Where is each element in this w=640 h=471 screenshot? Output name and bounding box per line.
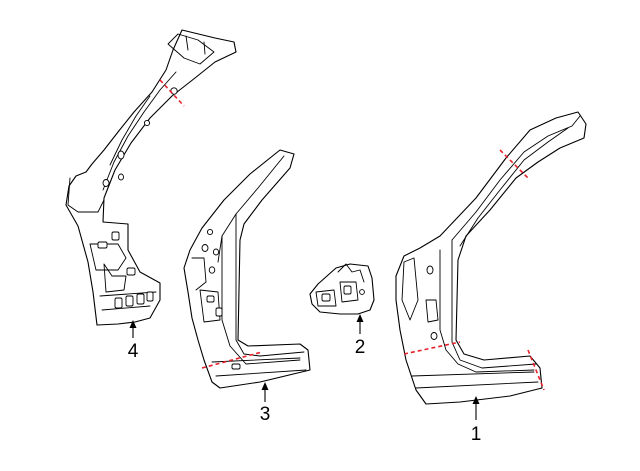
- arrowhead-icon: [261, 382, 269, 390]
- cut-line: [159, 79, 185, 107]
- callout-1: 1: [471, 396, 482, 445]
- cut-line: [527, 349, 545, 391]
- callout-4: 4: [128, 320, 139, 362]
- part-3-pillar: [183, 149, 311, 389]
- callout-label-2: 2: [355, 337, 366, 358]
- callout-label-3: 3: [260, 404, 271, 425]
- cut-line: [201, 351, 263, 369]
- callout-label-4: 4: [128, 341, 139, 362]
- callout-3: 3: [260, 382, 271, 425]
- arrowhead-icon: [356, 314, 364, 322]
- callout-label-1: 1: [471, 424, 482, 445]
- callout-2: 2: [355, 314, 366, 358]
- cut-line: [403, 341, 461, 355]
- arrowhead-icon: [129, 320, 137, 328]
- arrowhead-icon: [472, 396, 480, 404]
- part-2-bracket: [309, 263, 375, 315]
- part-4-pillar: [65, 29, 237, 326]
- part-1-pillar: [395, 111, 587, 405]
